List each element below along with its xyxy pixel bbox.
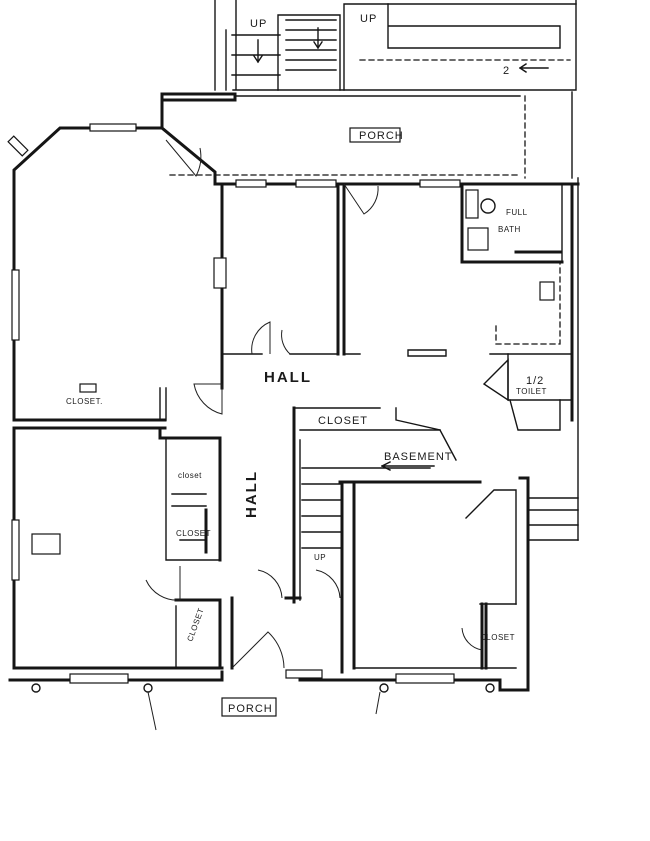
front-porch-label: PORCH	[228, 703, 273, 715]
hall-vertical-label: HALL	[243, 470, 260, 518]
closet-label-d: CLOSET	[480, 633, 515, 642]
front-porch-box	[221, 697, 277, 717]
upper-stair-area: UP UP 2	[214, 0, 577, 91]
room-labels: FULL BATH HALL CLOSET. CLOSET 1/2 TOILET…	[66, 208, 547, 717]
closet-label-big-room: CLOSET.	[66, 397, 103, 406]
stair-up-label-3: UP	[314, 553, 326, 562]
half-bath-label-2: TOILET	[516, 387, 547, 396]
back-porch: PORCH	[160, 91, 573, 179]
closet-label-hall: CLOSET	[318, 415, 368, 427]
porch-label-box	[349, 127, 401, 143]
basement-label: BASEMENT	[384, 451, 453, 463]
windows	[7, 123, 461, 684]
closet-label-c: CLOSET	[185, 607, 205, 643]
back-porch-label: PORCH	[359, 130, 404, 142]
door-swings	[145, 139, 483, 731]
basement-arrow	[381, 461, 435, 471]
half-bath-label-1: 1/2	[526, 375, 544, 387]
stair-number: 2	[503, 65, 510, 77]
full-bath-label-2: BATH	[498, 225, 521, 234]
full-bath-label-1: FULL	[506, 208, 528, 217]
closet-label-a: closet	[178, 471, 202, 480]
interior-walls	[31, 182, 571, 674]
stair-up-label-2: UP	[360, 13, 377, 25]
hall-label: HALL	[264, 369, 312, 386]
stair-up-label-1: UP	[250, 18, 267, 30]
closet-label-b: CLOSET	[176, 529, 211, 538]
